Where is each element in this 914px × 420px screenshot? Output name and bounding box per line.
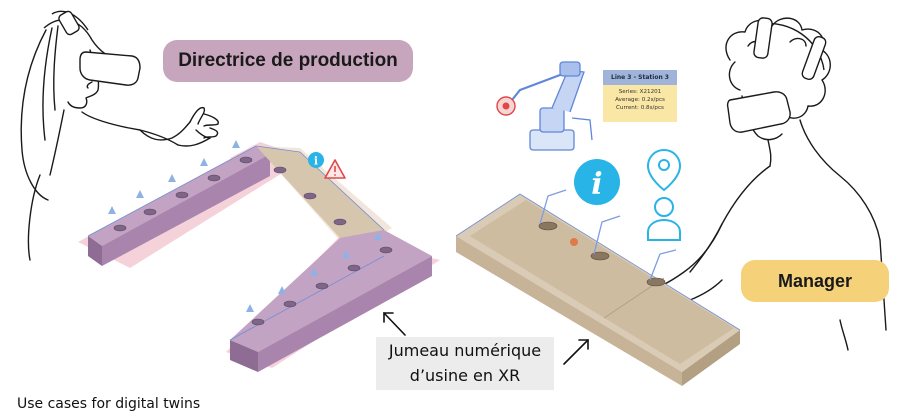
figure-caption: Use cases for digital twins [17, 396, 201, 412]
arrow-to-right-conveyor [563, 339, 589, 365]
info-icon: i [308, 152, 324, 168]
station-info-card: Line 3 - Station 3 Series: X21201 Averag… [603, 70, 677, 122]
arrow-to-left-conveyor [383, 312, 406, 336]
svg-text:i: i [591, 167, 602, 202]
info-icon: i [574, 159, 620, 205]
manager-role-label: Manager [741, 260, 889, 302]
twin-label-line1: Jumeau numérique [388, 341, 542, 360]
location-pin-icon [646, 148, 682, 192]
left-conveyor [78, 140, 440, 372]
right-conveyor [455, 189, 741, 386]
manager-person [611, 17, 887, 351]
digital-twin-label: Jumeau numérique d’usine en XR [376, 337, 554, 390]
twin-label-line2: d’usine en XR [409, 366, 521, 385]
station-series: Series: X21201 [618, 89, 662, 95]
robot-gripper-alert-icon [496, 96, 516, 116]
warning-icon [324, 159, 346, 179]
station-average: Average: 0.2s/pcs [615, 97, 665, 103]
svg-text:i: i [314, 155, 318, 168]
vr-headset-icon [43, 10, 141, 86]
vr-headset-icon [726, 17, 827, 133]
station-card-body: Series: X21201 Average: 0.2s/pcs Current… [603, 85, 677, 112]
station-current: Current: 0.8s/pcs [616, 105, 664, 111]
director-person [20, 25, 219, 261]
robot-arm-icon [511, 61, 593, 151]
user-icon [647, 197, 681, 241]
station-card-header: Line 3 - Station 3 [603, 70, 677, 85]
director-role-label: Directrice de production [163, 40, 413, 82]
